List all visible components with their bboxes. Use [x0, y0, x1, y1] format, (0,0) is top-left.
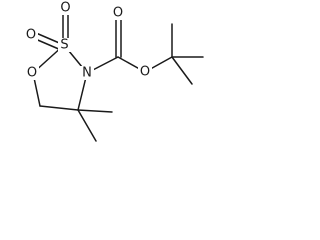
- bond-c4-methyl-2: [77, 109, 97, 142]
- svg-text:S: S: [60, 38, 68, 53]
- svg-text:O: O: [113, 6, 123, 21]
- atom-o-carbonyl: O: [111, 6, 125, 21]
- svg-text:N: N: [82, 66, 92, 81]
- svg-text:O: O: [26, 28, 36, 43]
- atom-s: S: [58, 38, 71, 53]
- atom-o-ester: O: [138, 65, 152, 80]
- atom-o-ring: O: [25, 66, 39, 81]
- svg-text:O: O: [140, 65, 150, 80]
- molecule-structure-diagram: O O S N O O O: [25, 1, 204, 142]
- svg-text:O: O: [27, 66, 37, 81]
- atom-n: N: [80, 66, 94, 81]
- atom-o-top-mid: O: [59, 1, 72, 16]
- svg-text:O: O: [60, 1, 70, 16]
- bond-c4-c5: [39, 105, 79, 111]
- atom-o-top-left: O: [25, 28, 38, 43]
- bond-tbu-methyl-down: [171, 56, 193, 85]
- bond-c4-methyl-1: [77, 109, 113, 113]
